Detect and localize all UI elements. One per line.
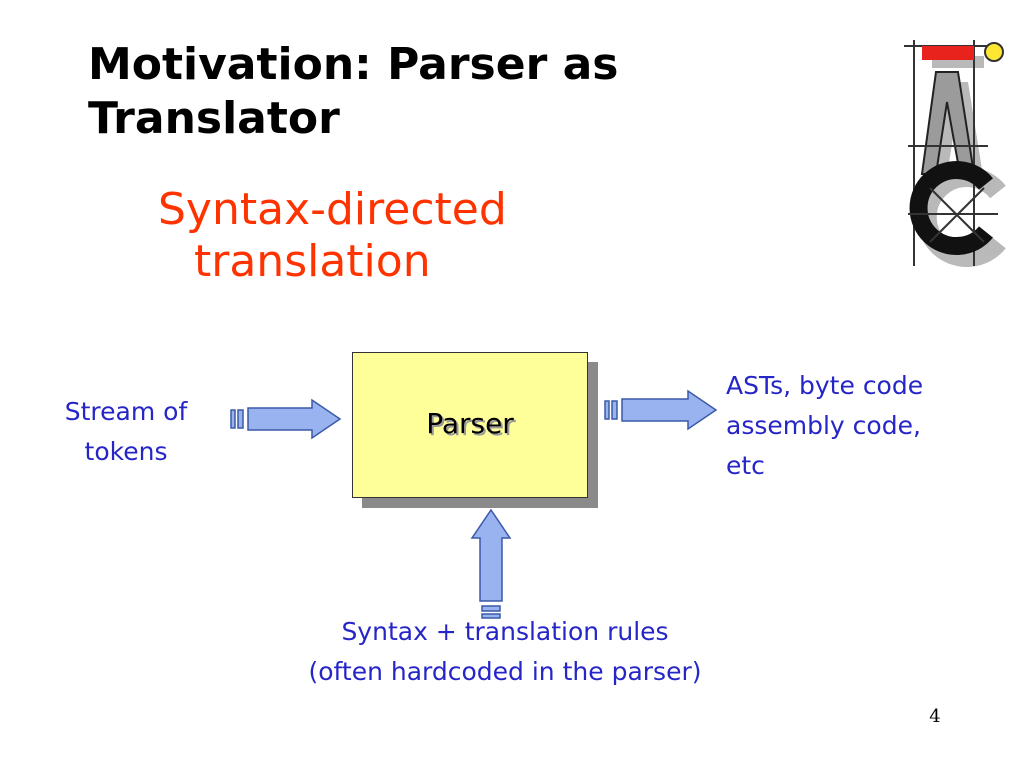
rules-arrow [470, 508, 512, 619]
output-label-line-2: assembly code, [726, 411, 921, 440]
input-label-line-2: tokens [84, 437, 168, 466]
subtitle-line-1: Syntax-directed [158, 184, 507, 235]
parser-label: Parser [426, 407, 514, 440]
subtitle-line-2: translation [194, 236, 431, 287]
slide-title: Motivation: Parser as Translator [88, 38, 848, 146]
slide-subtitle: Syntax-directed translation [158, 184, 678, 288]
iaic-logo-icon [904, 40, 1006, 267]
output-label: ASTs, byte code assembly code, etc [726, 366, 1016, 486]
rules-label-line-2: (often hardcoded in the parser) [308, 657, 702, 686]
output-label-line-1: ASTs, byte code [726, 371, 924, 400]
output-label-line-3: etc [726, 451, 765, 480]
input-label-line-1: Stream of [64, 397, 188, 426]
input-arrow [230, 398, 342, 440]
input-label: Stream of tokens [36, 392, 216, 472]
parser-box [352, 352, 588, 498]
slide-title-line-1: Motivation: Parser as [88, 39, 619, 90]
slide-title-line-2: Translator [88, 93, 340, 144]
page-number: 4 [929, 706, 941, 727]
rules-label-line-1: Syntax + translation rules [341, 617, 669, 646]
rules-label: Syntax + translation rules (often hardco… [240, 612, 770, 692]
output-arrow [604, 389, 718, 431]
